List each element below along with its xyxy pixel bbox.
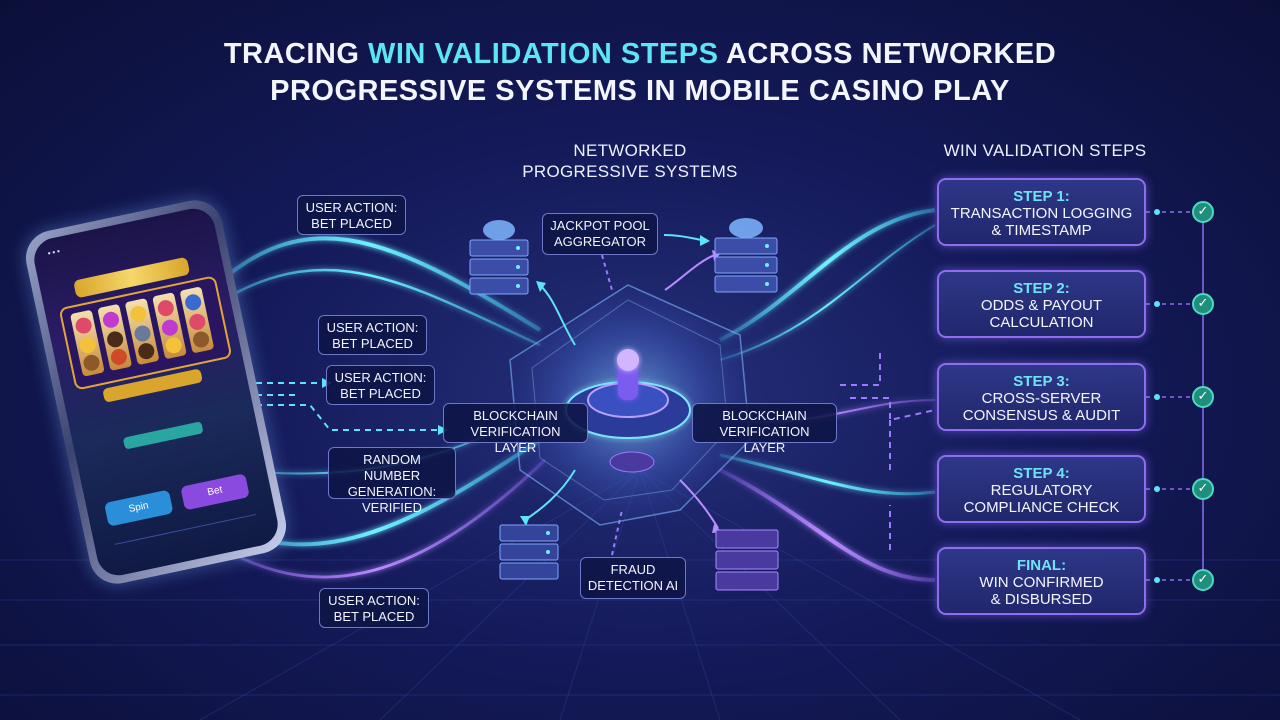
hub-arrows xyxy=(524,234,719,556)
check-icon: ✓ xyxy=(1192,569,1214,591)
user-action-label-3: USER ACTION:BET PLACED xyxy=(326,365,435,405)
page-title: TRACING WIN VALIDATION STEPS ACROSS NETW… xyxy=(223,38,1057,107)
check-icon: ✓ xyxy=(1192,293,1214,315)
user-action-label-1: USER ACTION:BET PLACED xyxy=(297,195,406,235)
title-highlight: WIN VALIDATION STEPS xyxy=(367,38,719,70)
center-heading: NETWORKED PROGRESSIVE SYSTEMS xyxy=(522,141,738,181)
shield-core-icon xyxy=(509,284,751,526)
step-1-card: STEP 1:TRANSACTION LOGGING& TIMESTAMP xyxy=(937,178,1146,246)
spin-button[interactable]: Spin xyxy=(103,489,174,527)
bet-button[interactable]: Bet xyxy=(180,473,250,511)
user-action-label-2: USER ACTION:BET PLACED xyxy=(318,315,427,355)
step-connector-arrows xyxy=(840,350,936,550)
final-step-card: FINAL:WIN CONFIRMED& DISBURSED xyxy=(937,547,1146,615)
smartphone-icon: ••• Spin Bet xyxy=(20,195,292,589)
phone-connector-arrows xyxy=(245,382,440,431)
right-heading: WIN VALIDATION STEPS xyxy=(943,141,1147,160)
check-icon: ✓ xyxy=(1192,478,1214,500)
right-data-streams xyxy=(719,208,936,582)
user-action-label-4: USER ACTION:BET PLACED xyxy=(319,588,429,628)
check-icon: ✓ xyxy=(1192,201,1214,223)
check-icon: ✓ xyxy=(1192,386,1214,408)
server-icon xyxy=(469,218,779,591)
phone-screen: ••• Spin Bet xyxy=(30,204,282,580)
